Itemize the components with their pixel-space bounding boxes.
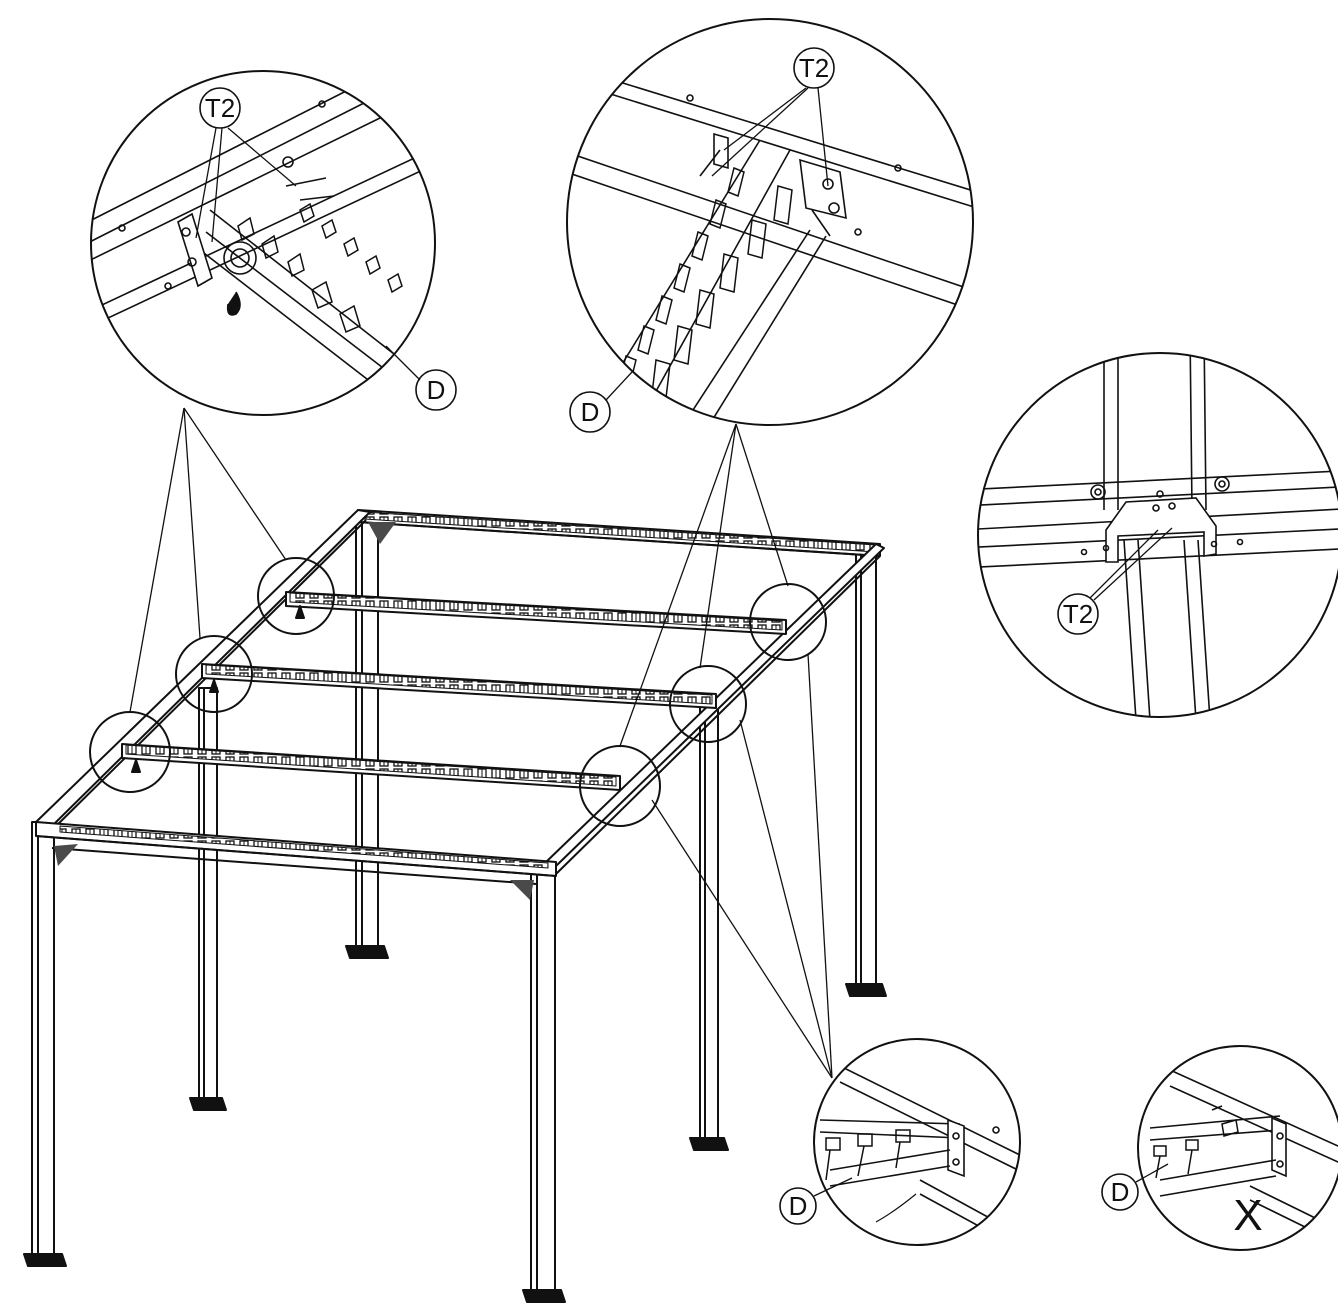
detail-incorrect: X D — [1101, 1045, 1338, 1251]
callout-d-top-left: D — [385, 345, 457, 411]
callout-d-bottom-right: D — [779, 1177, 853, 1225]
detail-marker-1 — [257, 557, 335, 635]
label-d: D — [789, 1191, 808, 1221]
detail-marker-2 — [175, 635, 253, 713]
label-t2: T2 — [799, 53, 829, 83]
leg-right-mid — [689, 705, 729, 1151]
louvre-bar-2 — [201, 663, 717, 709]
beam-back — [357, 509, 881, 557]
callout-t2-right: T2 — [1057, 527, 1173, 635]
callout-t2-top-middle: T2 — [711, 47, 835, 187]
label-d: D — [427, 375, 446, 405]
label-t2: T2 — [1063, 599, 1093, 629]
label-d: D — [581, 397, 600, 427]
pergola-frame — [23, 509, 887, 1303]
leg-back-right — [845, 547, 887, 997]
detail-top-left: T2 D — [90, 70, 457, 416]
leg-front-left — [23, 821, 67, 1267]
callout-d-top-middle: D — [569, 371, 633, 433]
detail-top-middle: T2 D — [566, 18, 974, 433]
louvre-bar-1 — [285, 591, 787, 635]
leg-front-right — [522, 865, 566, 1303]
beam-front — [35, 821, 557, 900]
louvre-bar-3 — [121, 743, 621, 791]
callout-d-incorrect: D — [1101, 1163, 1169, 1211]
callout-t2-top-left: T2 — [195, 87, 297, 243]
detail-marker-5 — [669, 665, 747, 743]
detail-right: T2 — [977, 352, 1338, 718]
label-t2: T2 — [205, 93, 235, 123]
leader-lines — [129, 407, 833, 1079]
leg-back-mid — [345, 521, 389, 959]
incorrect-mark-x: X — [1233, 1191, 1262, 1240]
detail-bottom-right: D — [779, 1038, 1021, 1246]
label-d: D — [1111, 1177, 1130, 1207]
